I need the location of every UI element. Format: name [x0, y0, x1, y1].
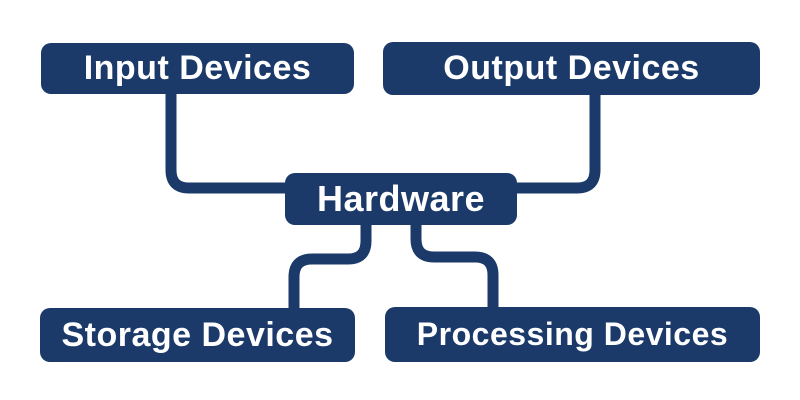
node-storage-devices-label: Storage Devices	[61, 315, 334, 354]
node-storage-devices: Storage Devices	[40, 308, 355, 362]
edge-hardware-to-processing-devices	[410, 223, 499, 309]
edge-output-devices-to-hardware	[515, 93, 601, 194]
node-input-devices: Input Devices	[41, 43, 354, 94]
node-processing-devices-label: Processing Devices	[416, 316, 729, 352]
node-input-devices-label: Input Devices	[83, 49, 312, 87]
node-hardware-label: Hardware	[316, 178, 486, 219]
edge-input-devices-to-hardware	[165, 92, 287, 194]
node-output-devices: Output Devices	[383, 42, 760, 95]
node-output-devices-label: Output Devices	[443, 49, 700, 87]
node-processing-devices: Processing Devices	[385, 307, 760, 362]
edge-hardware-to-storage-devices	[288, 223, 372, 310]
node-hardware: Hardware	[285, 173, 517, 225]
